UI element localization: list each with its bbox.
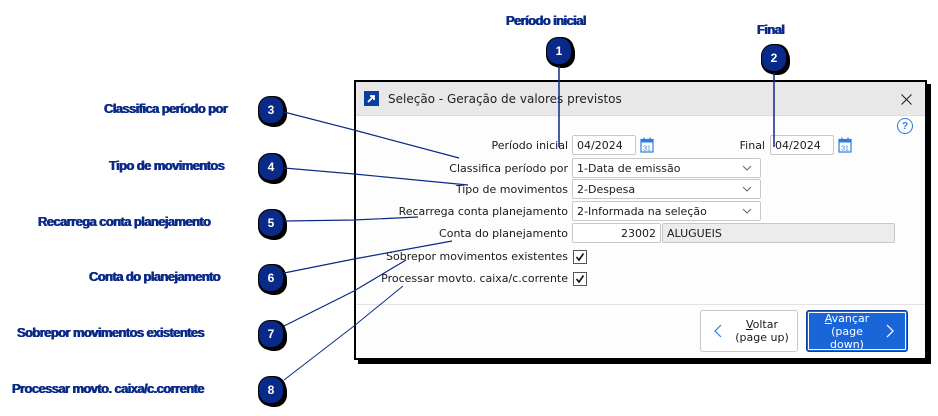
periodo-inicial-input[interactable]: 04/2024 xyxy=(572,135,636,155)
callout-label-tipo-movimentos: Tipo de movimentos xyxy=(109,158,225,173)
close-icon xyxy=(900,93,912,105)
calendar-icon[interactable]: 31 xyxy=(640,137,654,153)
callout-badge-1: 1 xyxy=(546,37,572,65)
conta-label: Conta do planejamento xyxy=(439,227,568,240)
callout-label-sobrepor: Sobrepor movimentos existentes xyxy=(17,325,205,340)
recarrega-select[interactable]: 2-Informada na seleção xyxy=(572,201,761,221)
callout-badge-4: 4 xyxy=(258,153,284,181)
checkmark-icon xyxy=(575,275,585,284)
sobrepor-checkbox[interactable] xyxy=(573,250,587,264)
help-icon: ? xyxy=(901,120,909,132)
callout-badge-2: 2 xyxy=(761,44,787,72)
chevron-down-icon xyxy=(742,165,752,171)
processar-label: Processar movto. caixa/c.corrente xyxy=(381,272,568,285)
recarrega-label: Recarrega conta planejamento xyxy=(398,205,568,218)
sobrepor-label: Sobrepor movimentos existentes xyxy=(386,250,568,263)
callout-label-periodo-inicial: Período inicial xyxy=(506,13,586,28)
chevron-down-icon xyxy=(742,186,752,192)
conta-name-display: ALUGUEIS xyxy=(662,223,895,243)
footer-divider xyxy=(356,304,925,305)
chevron-right-icon xyxy=(881,324,899,338)
conta-code-input[interactable]: 23002 xyxy=(572,223,661,243)
next-button[interactable]: Avançar (page down) xyxy=(806,310,908,352)
callout-badge-7: 7 xyxy=(258,320,284,348)
back-button-label: Voltar (page up) xyxy=(735,318,789,344)
chevron-left-icon xyxy=(709,324,727,338)
dialog-titlebar: Seleção - Geração de valores previstos xyxy=(356,82,925,116)
shortcut-arrow-icon xyxy=(364,91,379,106)
back-button[interactable]: Voltar (page up) xyxy=(700,310,798,352)
chevron-down-icon xyxy=(742,208,752,214)
final-label: Final xyxy=(739,139,765,152)
callout-label-conta: Conta do planejamento xyxy=(89,269,221,284)
callout-label-recarrega: Recarrega conta planejamento xyxy=(38,214,211,229)
callout-badge-5: 5 xyxy=(258,209,284,237)
next-button-label: Avançar (page down) xyxy=(824,311,870,351)
callout-badge-3: 3 xyxy=(258,96,284,124)
callout-badge-8: 8 xyxy=(258,376,284,404)
selection-dialog: Seleção - Geração de valores previstos ?… xyxy=(354,80,927,360)
final-input[interactable]: 04/2024 xyxy=(770,135,834,155)
tipo-movimentos-value: 2-Despesa xyxy=(577,182,636,196)
callout-label-classifica: Classifica período por xyxy=(104,101,228,116)
classifica-value: 1-Data de emissão xyxy=(577,161,681,175)
checkmark-icon xyxy=(575,253,585,262)
periodo-inicial-label: Período inicial xyxy=(491,139,568,152)
callout-label-final: Final xyxy=(757,22,785,37)
callout-label-processar: Processar movto. caixa/c.corrente xyxy=(12,381,205,396)
svg-text:31: 31 xyxy=(643,146,651,153)
calendar-icon[interactable]: 31 xyxy=(838,137,852,153)
dialog-title: Seleção - Geração de valores previstos xyxy=(388,91,622,106)
classifica-select[interactable]: 1-Data de emissão xyxy=(572,158,761,178)
classifica-label: Classifica período por xyxy=(449,162,568,175)
callout-badge-6: 6 xyxy=(258,264,284,292)
recarrega-value: 2-Informada na seleção xyxy=(577,204,707,218)
processar-checkbox[interactable] xyxy=(573,272,587,286)
help-button[interactable]: ? xyxy=(897,118,913,134)
close-button[interactable] xyxy=(897,90,915,108)
svg-text:31: 31 xyxy=(841,146,849,153)
tipo-movimentos-select[interactable]: 2-Despesa xyxy=(572,179,761,199)
tipo-movimentos-label: Tipo de movimentos xyxy=(455,183,568,196)
